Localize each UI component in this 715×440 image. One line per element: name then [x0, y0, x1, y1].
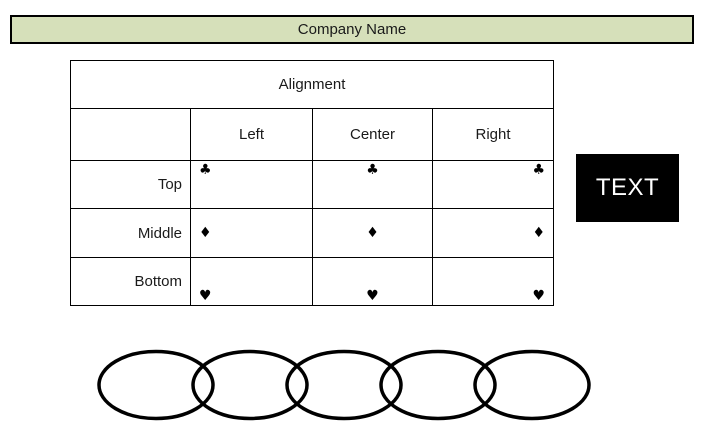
column-header-right: Right	[431, 108, 555, 161]
row-label-top: Top	[70, 160, 191, 209]
table-title-row: Alignment	[69, 60, 555, 109]
heart-icon: ♥	[190, 257, 313, 306]
column-header-center: Center	[312, 108, 433, 161]
row-label-middle: Middle	[70, 208, 191, 258]
row-label-bottom: Bottom	[70, 257, 191, 306]
table-row-top: Top ♣ ♣ ♣	[70, 160, 555, 209]
club-icon: ♣	[190, 160, 313, 209]
alignment-table: Alignment Left Center Right Top ♣ ♣ ♣ Mi…	[69, 60, 555, 306]
corner-cell	[70, 108, 191, 161]
company-name-label: Company Name	[297, 21, 407, 38]
table-row-bottom: Bottom ♥ ♥ ♥	[70, 257, 555, 306]
ellipse-1	[97, 349, 215, 421]
diamond-icon: ♦	[431, 208, 555, 258]
diamond-icon: ♦	[190, 208, 313, 258]
ellipse-4	[379, 349, 497, 421]
heart-icon: ♥	[431, 257, 555, 306]
diamond-icon: ♦	[312, 208, 433, 258]
ellipse-5	[473, 349, 591, 421]
table-row-middle: Middle ♦ ♦ ♦	[70, 208, 555, 258]
column-header-left: Left	[190, 108, 313, 161]
ellipse-2	[191, 349, 309, 421]
table-header-row: Left Center Right	[70, 108, 555, 161]
company-name-banner: Company Name	[10, 15, 694, 44]
club-icon: ♣	[312, 160, 433, 209]
text-box-label: TEXT	[595, 174, 660, 201]
table-title: Alignment	[69, 60, 555, 109]
ellipse-3	[285, 349, 403, 421]
heart-icon: ♥	[312, 257, 433, 306]
text-box: TEXT	[576, 154, 679, 222]
club-icon: ♣	[431, 160, 555, 209]
ellipse-chain	[97, 349, 591, 421]
